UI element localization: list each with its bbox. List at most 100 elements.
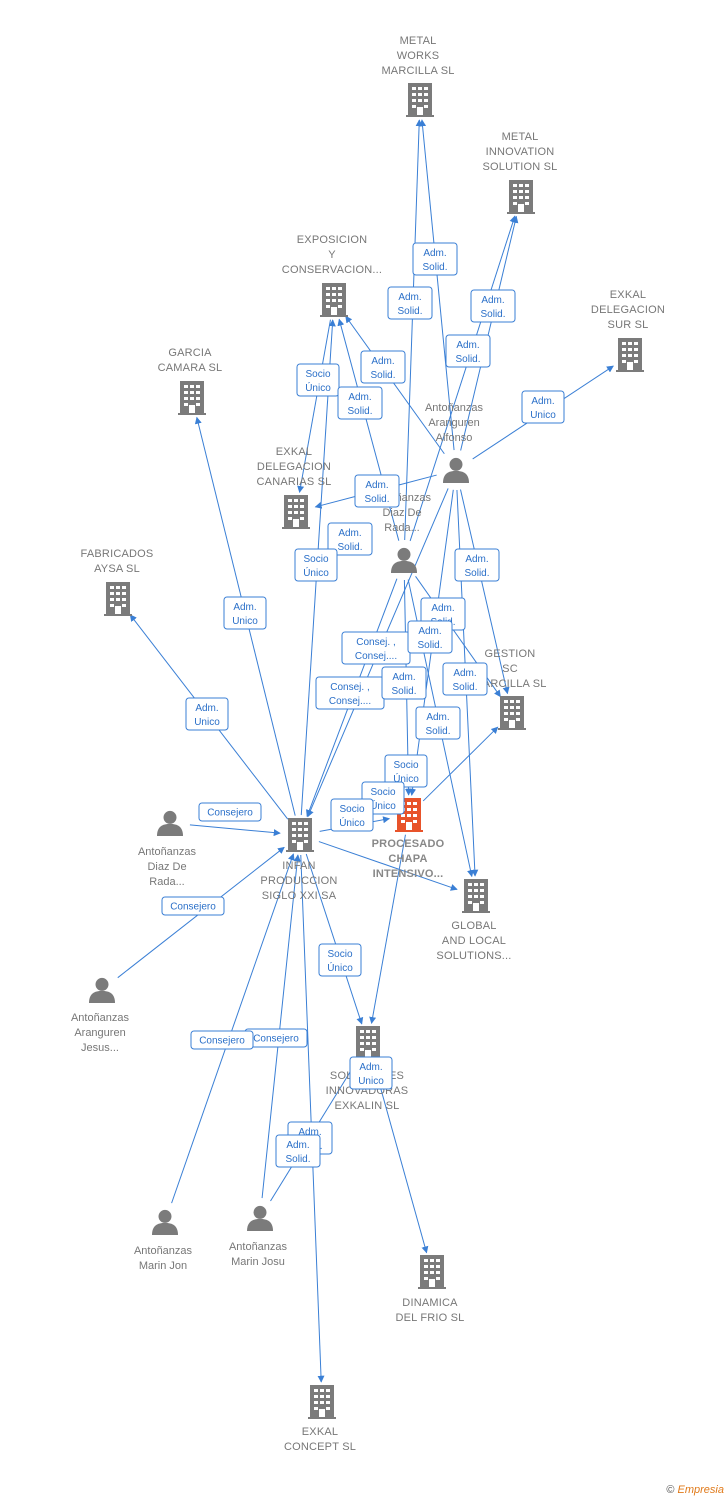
badge-text: Adm. (359, 1062, 382, 1073)
role-badge-b_admsolid_mw[interactable]: Adm.Solid. (412, 242, 458, 276)
node-label-line: INFAN (282, 860, 315, 872)
role-badge-b_admsolid_can2[interactable]: Adm.Solid. (327, 522, 373, 556)
node-label-line: Antoñanzas (425, 402, 484, 414)
brand-name: Empresia (677, 1484, 724, 1496)
node-label-line: EXKALIN SL (335, 1100, 400, 1112)
badge-text: Adm. (531, 396, 554, 407)
footer-brand[interactable]: ©Empresia (666, 1484, 724, 1496)
node-label-line: DELEGACION (257, 461, 331, 473)
badge-box (360, 350, 406, 384)
badge-text: Único (303, 566, 329, 579)
building-icon (178, 381, 206, 415)
badge-text: Adm. (195, 703, 218, 714)
node-label-line: DINAMICA (402, 1297, 458, 1309)
role-badge-b_admsolid_p[interactable]: Adm.Solid. (381, 666, 427, 700)
node-label-line: Diaz De (147, 861, 186, 873)
node-label-line: SOLUTIONS... (436, 950, 511, 962)
badge-box (387, 286, 433, 320)
role-badge-b_admunico_fab[interactable]: Adm. Unico (185, 697, 229, 731)
edge-marin_jon-to-infan (171, 853, 295, 1204)
role-badge-b_admsolid_exp1[interactable]: Adm.Solid. (360, 350, 406, 384)
role-badge-b_admsolid_mi2[interactable]: Adm.Solid. (445, 334, 491, 368)
badge-text: Solid. (452, 682, 477, 693)
role-badge-b_consejero_4[interactable]: Consejero (190, 1030, 254, 1050)
node-label-line: SIGLO XXI SA (262, 890, 337, 902)
role-badge-b_consej_1[interactable]: Consej. ,Consej.... (341, 631, 411, 665)
role-badge-b_admunico_din[interactable]: Adm. Unico (349, 1056, 393, 1090)
badge-box (337, 386, 383, 420)
badge-box (349, 1056, 393, 1090)
role-badge-b_admsolid_gl2[interactable]: Adm.Solid. (442, 662, 488, 696)
building-icon (616, 338, 644, 372)
role-badge-b_admunico_garcia[interactable]: Adm.Unico (223, 596, 267, 630)
role-badge-b_admsolid_mw2[interactable]: Adm.Solid. (387, 286, 433, 320)
role-badge-b_admsolid_sol2[interactable]: Adm.Solid. (275, 1134, 321, 1168)
node-label-line: AND LOCAL (442, 935, 506, 947)
badge-text: Consejero (253, 1034, 299, 1045)
person-icon (152, 1209, 178, 1235)
role-badge-b_consejero_3[interactable]: Consejero (244, 1028, 308, 1048)
building-icon (418, 1255, 446, 1289)
role-badge-b_admsolid_exp2[interactable]: Adm.Solid. (337, 386, 383, 420)
badge-text: Solid. (364, 494, 389, 505)
badge-text: Consej. , (356, 637, 395, 648)
role-badge-b_admsolid_gl[interactable]: Adm.Solid. (407, 620, 453, 654)
edges-layer (117, 119, 614, 1383)
node-label-line: EXKAL (302, 1426, 338, 1438)
badge-text: Unico (194, 717, 220, 728)
node-label-line: EXKAL (610, 289, 646, 301)
badge-text: Solid. (480, 309, 505, 320)
badge-text: Consejero (170, 902, 216, 913)
badge-text: Adm. (456, 340, 479, 351)
role-badge-b_consejero_2[interactable]: Consejero (161, 896, 225, 916)
badge-text: Solid. (285, 1154, 310, 1165)
node-label-line: Rada... (149, 876, 184, 888)
building-icon (308, 1385, 336, 1419)
badge-text: Solid. (347, 406, 372, 417)
badge-text: Unico (530, 410, 556, 421)
badge-text: Adm. (371, 356, 394, 367)
badge-text: Adm. (465, 554, 488, 565)
badge-text: Unico (358, 1076, 384, 1087)
role-badge-b_admsolid_mi[interactable]: Adm.Solid. (470, 289, 516, 323)
role-badge-b_admsolid_p2[interactable]: Adm.Solid. (415, 706, 461, 740)
role-badge-b_admsolid_can[interactable]: Adm. Solid. (354, 474, 400, 508)
building-icon (498, 696, 526, 730)
node-label-line: SC (502, 663, 518, 675)
badge-text: Consejero (207, 808, 253, 819)
badges-layer: Adm. Solid. Adm. Solid. Adm. Solid. Adm. Solid.… (161, 242, 565, 1168)
role-badge-b_consejero_1[interactable]: Consejero (198, 802, 262, 822)
role-badge-b_admsolid_g1[interactable]: Adm.Solid. (454, 548, 500, 582)
role-badge-b_consej_2[interactable]: Consej. ,Consej.... (315, 676, 385, 710)
badge-text: Adm. (365, 480, 388, 491)
role-badge-b_admunico_sur[interactable]: Adm. Unico (521, 390, 565, 424)
badge-text: Único (305, 381, 331, 394)
edge-exposicion-to-exkal_canarias (297, 319, 331, 494)
